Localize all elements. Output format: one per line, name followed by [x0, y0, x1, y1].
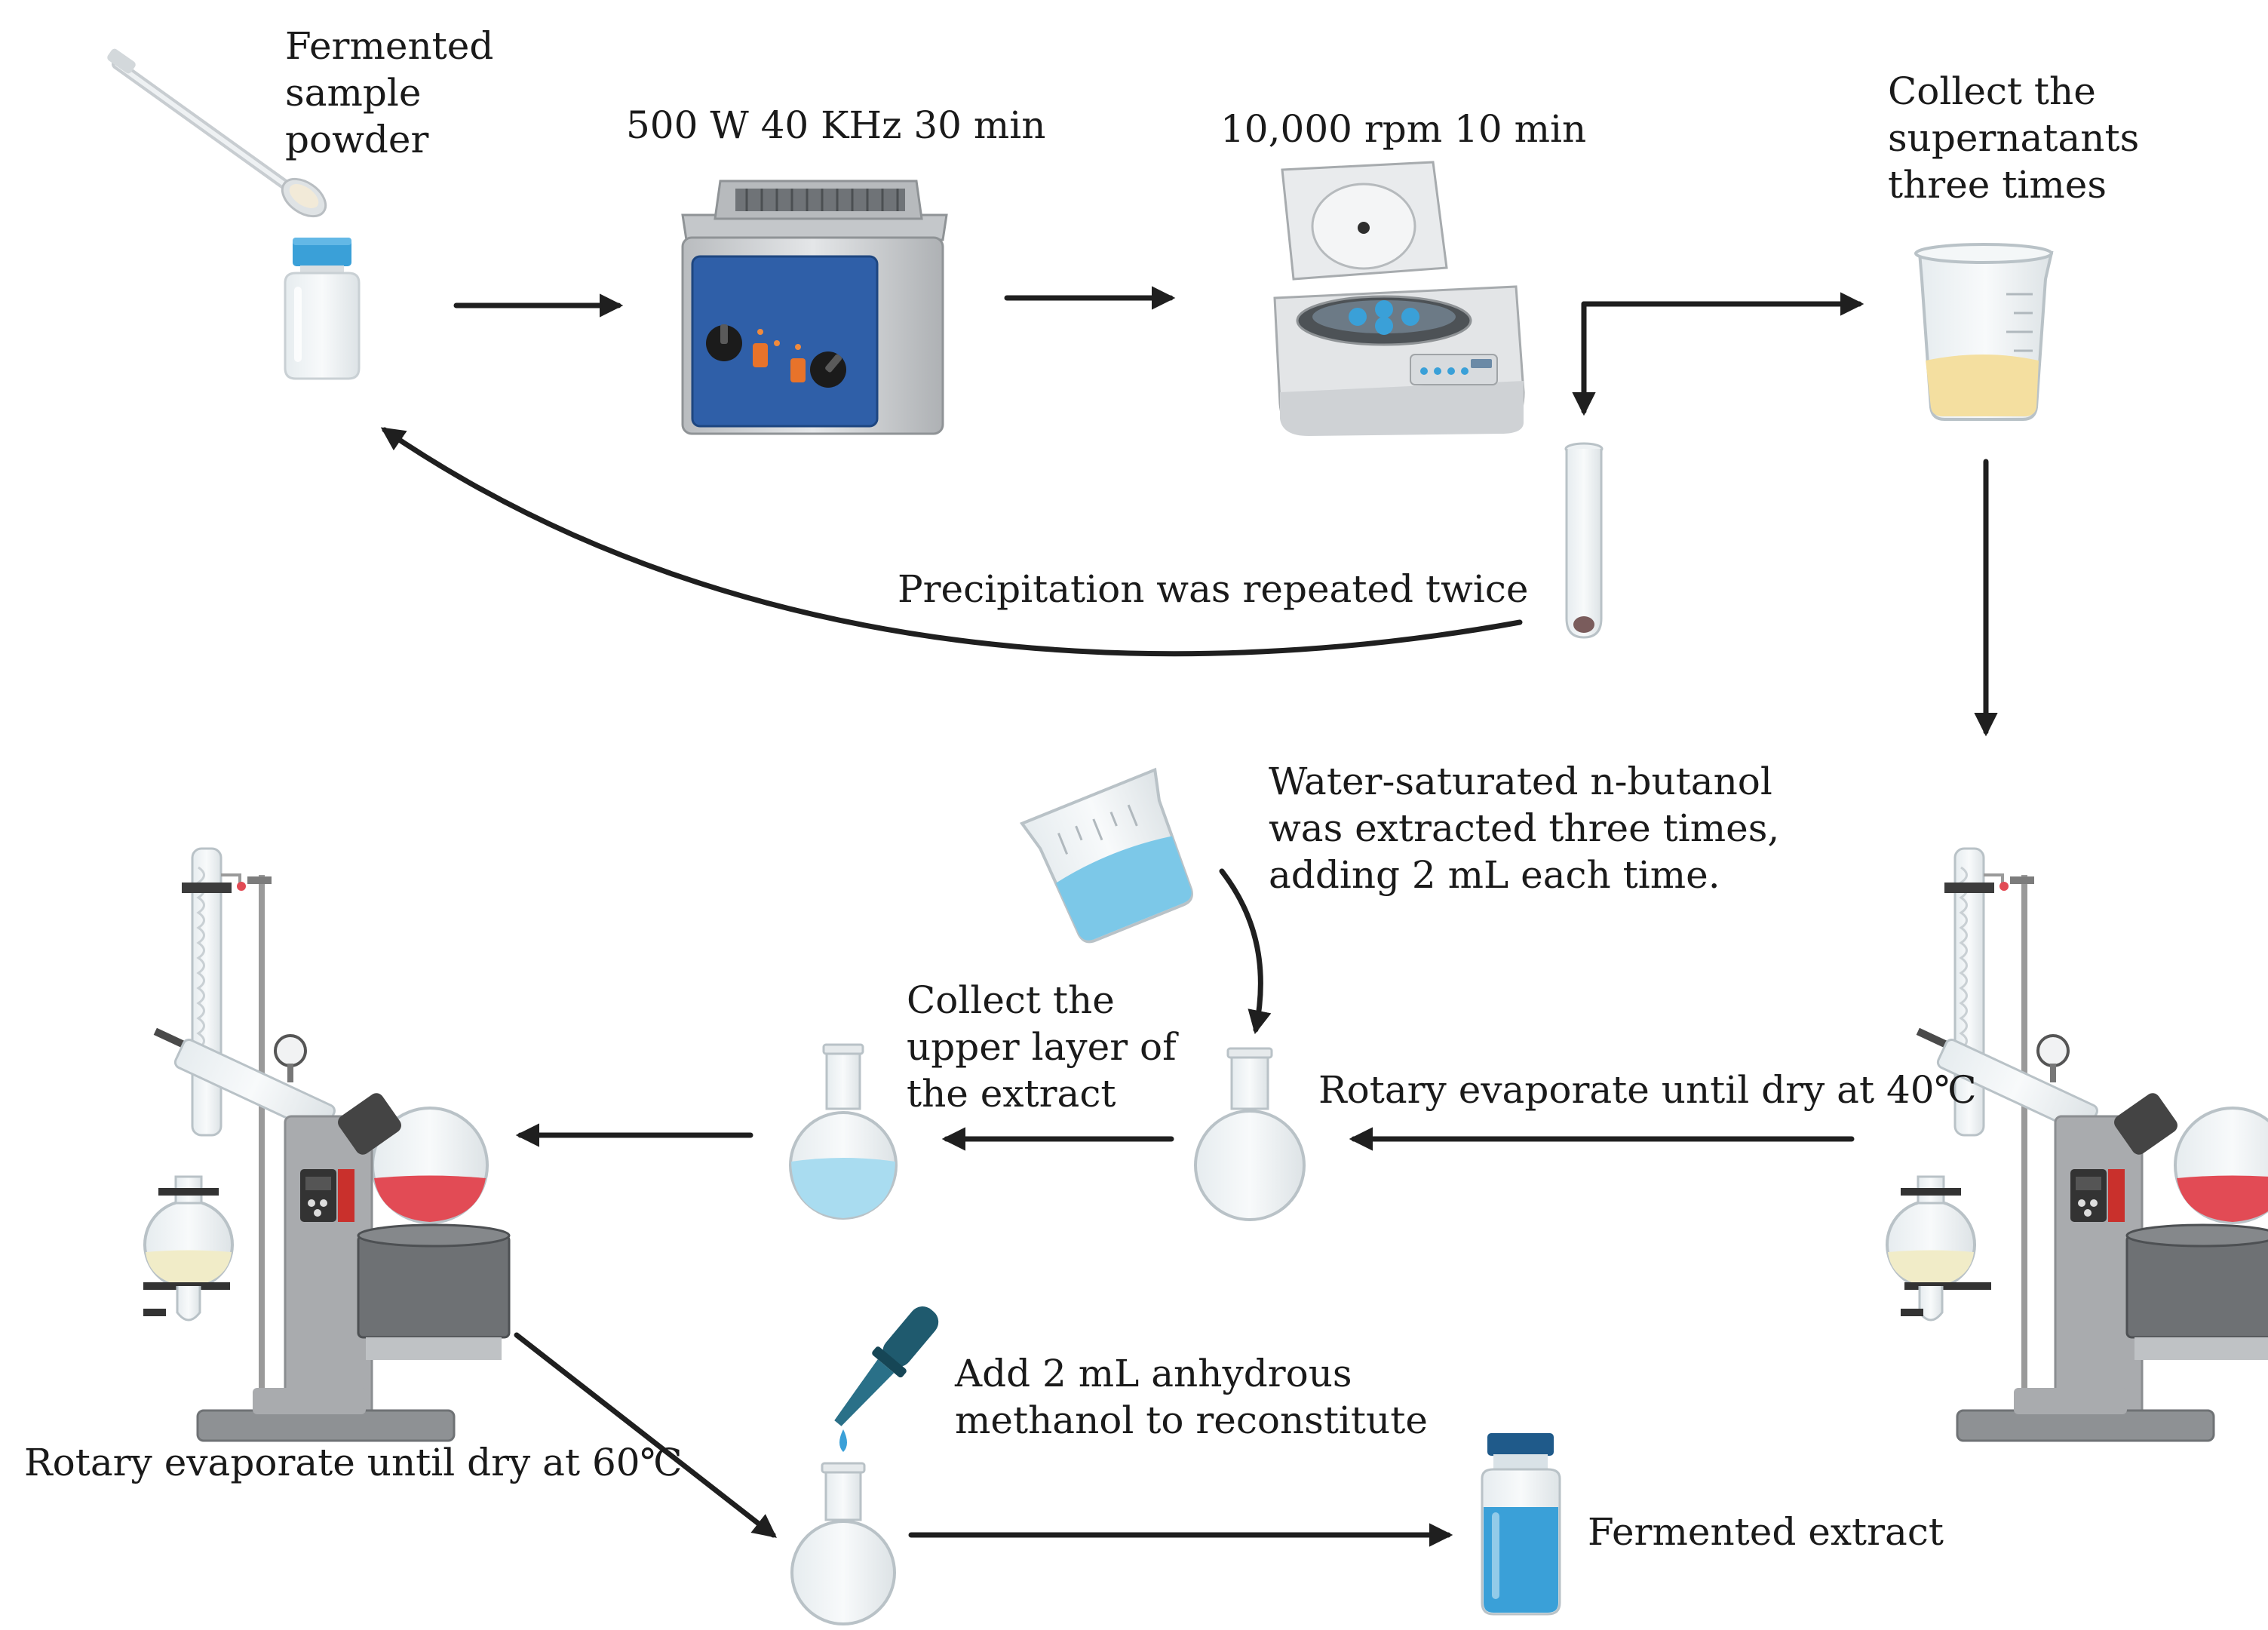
- reconstitution-flask-icon: [790, 1462, 896, 1625]
- label-centrifuge-settings: 10,000 rpm 10 min: [1220, 107, 1587, 151]
- arrow-precipitation-repeat: [380, 427, 1523, 657]
- pouring-beaker-icon: [1019, 767, 1193, 944]
- empty-flask-icon: [1194, 1047, 1306, 1221]
- label-collect-supernatants: Collect the supernatants three times: [1888, 69, 2140, 207]
- label-collect-upper-layer: Collect the upper layer of the extract: [907, 978, 1177, 1116]
- label-rotary-40c: Rotary evaporate until dry at 40℃: [1318, 1068, 1977, 1112]
- rotary-evaporator-left-icon: [143, 847, 511, 1442]
- beaker-icon: [1914, 243, 2054, 421]
- arrow-evaporator-to-methanol-flask: [514, 1332, 777, 1538]
- label-add-methanol: Add 2 mL anhydrous methanol to reconstit…: [955, 1352, 1428, 1442]
- extract-bottle-icon: [1481, 1433, 1561, 1616]
- centrifuge-icon: [1273, 161, 1525, 436]
- label-sample-powder: Fermented sample powder: [285, 24, 494, 161]
- flow-arrows: [380, 286, 1998, 1547]
- ultrasonic-bath-icon: [681, 180, 948, 435]
- label-butanol-extraction: Water-saturated n-butanol was extracted …: [1269, 760, 1780, 897]
- label-fermented-extract: Fermented extract: [1588, 1510, 1944, 1554]
- upper-layer-flask-icon: [789, 1043, 898, 1220]
- dropper-icon: [834, 1306, 939, 1452]
- label-rotary-60c: Rotary evaporate until dry at 60℃: [24, 1441, 683, 1484]
- spatula-icon: [107, 48, 327, 218]
- arrow-butanol-to-flask: [1219, 868, 1272, 1035]
- rotary-evaporator-right-icon: [1886, 847, 2268, 1442]
- label-precipitation-repeated: Precipitation was repeated twice: [898, 567, 1529, 611]
- label-sonication-settings: 500 W 40 KHz 30 min: [626, 103, 1046, 147]
- test-tube-icon: [1564, 442, 1604, 639]
- sample-bottle-icon: [284, 238, 361, 380]
